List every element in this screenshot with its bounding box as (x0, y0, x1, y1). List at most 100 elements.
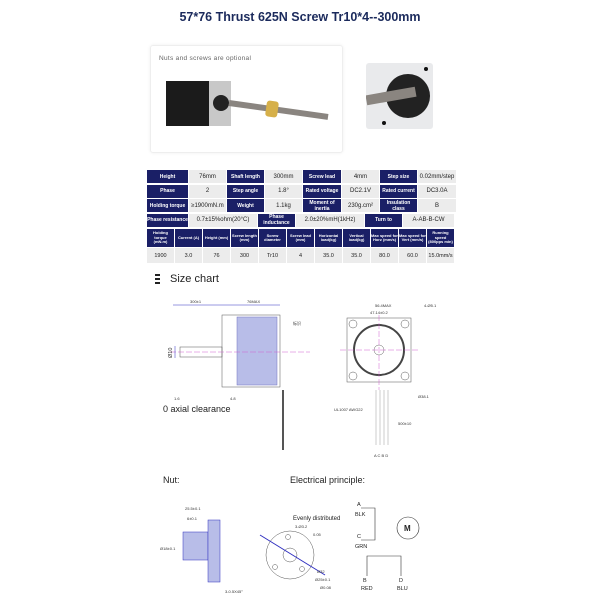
wire-pin: B (363, 578, 367, 584)
size-chart-icon (155, 274, 160, 284)
wire-spec: UL1007 AWG22 (334, 407, 364, 412)
nut-dim: Ø32 (317, 569, 325, 574)
stepper-motor-image (166, 81, 329, 126)
nut-title: Nut: (163, 475, 180, 485)
dim-shaft-length: 300±1 (190, 299, 202, 304)
spec-header-cell: Rated current (380, 184, 417, 198)
spec-value-cell: B (418, 199, 456, 212)
dim-hole-spacing: 47.14±0.2 (370, 310, 389, 315)
spec-value-cell: 4mm (342, 170, 379, 183)
spec-header-cell: Height (147, 170, 188, 183)
spec-header-cell: Shaft length (227, 170, 264, 183)
spec-header-cell: Moment of inertia (303, 199, 341, 212)
spec-header-cell: Turn to (365, 213, 402, 227)
size-chart-title: Size chart (170, 273, 219, 285)
nut-dim: 6±0.1 (187, 516, 198, 521)
spec-header-cell: Holding torque (147, 199, 188, 212)
perf-header-cell: Horizontal load(kg) (315, 229, 342, 247)
motor-symbol: M (404, 524, 411, 533)
spec-header-cell: Insulation class (380, 199, 417, 212)
wire-color: BLU (397, 586, 408, 592)
spec-header-cell: Weight (227, 199, 264, 212)
nut-dim: Ø25±0.1 (315, 577, 331, 582)
perf-value-cell: 15.0mm/s (427, 248, 454, 263)
dim-boss-diameter: Ø38.1 (418, 394, 430, 399)
perf-header-cell: Screw diameter (259, 229, 286, 247)
spec-value-cell: A-AB-B-CW (403, 213, 454, 227)
dim-body-length: 76MAX (247, 299, 260, 304)
spec-value-cell: ≥1900mN.m (189, 199, 226, 212)
wire-pin: A (357, 502, 361, 508)
perf-header-cell: Max speed for Vert (mm/s) (399, 229, 426, 247)
label-mark: 标识 (293, 320, 301, 326)
perf-value-cell: Tr10 (259, 248, 286, 263)
perf-headers-row: Holding torque (mN.m)Current (A)Height (… (147, 229, 454, 247)
dim-boss: 4.8 (230, 396, 236, 401)
perf-value-cell: 3.0 (175, 248, 202, 263)
dim-face-width: 56.4MAX (375, 303, 392, 308)
wire-color: GRN (355, 544, 367, 550)
spec-value-cell: DC3.0A (418, 184, 456, 198)
evenly-distributed-note: Evenly distributed (293, 516, 340, 522)
perf-value-cell: 76 (203, 248, 230, 263)
spec-header-cell: Step size (380, 170, 417, 183)
spec-value-cell: 300mm (265, 170, 302, 183)
perf-value-cell: 60.0 (399, 248, 426, 263)
spec-header-cell: Phase inductance (258, 213, 295, 227)
perf-header-cell: Height (mm) (203, 229, 230, 247)
perf-value-cell: 300 (231, 248, 258, 263)
spec-header-cell: Rated voltage (303, 184, 341, 198)
spec-header-cell: Phase (147, 184, 188, 198)
perf-header-cell: Max speed for Horz (mm/s) (371, 229, 398, 247)
spec-header-cell: Screw lead (303, 170, 341, 183)
page-title: 57*76 Thrust 625N Screw Tr10*4--300mm (179, 10, 421, 24)
size-drawing: 300±1 76MAX Ø10 1.6 4.8 标识 56.4MAX 47.14… (168, 299, 437, 458)
perf-value-cell: 35.0 (343, 248, 370, 263)
spec-header-cell: Phase resistance (147, 213, 188, 227)
photo-caption: Nuts and screws are optional (159, 55, 252, 62)
dim-holes: 4-Ø5.1 (424, 303, 437, 308)
perf-header-cell: Current (A) (175, 229, 202, 247)
perf-value-cell: 80.0 (371, 248, 398, 263)
dim-shaft-diameter: Ø10 (168, 348, 174, 358)
wire-pin: C (357, 534, 361, 540)
product-photo: Nuts and screws are optional (150, 45, 343, 153)
nut-dim: 3-Ø3.2 (295, 524, 308, 529)
spec-value-cell: DC2.1V (342, 184, 379, 198)
nut-dim: Ø18±0.1 (160, 546, 176, 551)
spec-value-cell: 0.02mm/step (418, 170, 456, 183)
shaft-closeup-image (366, 63, 433, 129)
dim-wire-length: 500±10 (398, 421, 412, 426)
nut-dim: 0.05 (313, 532, 322, 537)
perf-value-cell: 4 (287, 248, 314, 263)
perf-header-cell: Screw lead (mm) (287, 229, 314, 247)
nut-dim: 3-0.5X45° (225, 589, 243, 594)
spec-value-cell: 76mm (189, 170, 226, 183)
wire-color: RED (361, 586, 373, 592)
spec-value-cell: 0.7±15%ohm(20°C) (189, 213, 257, 227)
perf-value-cell: 1900 (147, 248, 174, 263)
nut-dim: Ø0.08 (320, 585, 332, 590)
wire-pin: D (399, 578, 403, 584)
dim-flange: 1.6 (174, 396, 180, 401)
nut-drawing: 25.5±0.1 6±0.1 Ø18±0.1 3-0.5X45° 3-Ø3.2 … (160, 506, 340, 594)
nut-dim: 25.5±0.1 (185, 506, 201, 511)
wiring-diagram: M A BLK C GRN B RED D BLU (355, 502, 420, 592)
electrical-title: Electrical principle: (290, 475, 366, 485)
spec-value-cell: 2.0±20%mH(1kHz) (296, 213, 364, 227)
perf-header-cell: Running speed (800pps min) (427, 229, 454, 247)
spec-value-cell: 2 (189, 184, 226, 198)
perf-header-cell: Screw length (mm) (231, 229, 258, 247)
axial-clearance-label: 0 axial clearance (163, 404, 231, 414)
spec-header-cell: Step angle (227, 184, 264, 198)
spec-value-cell: 1.8° (265, 184, 302, 198)
spec-value-cell: 230g.cm² (342, 199, 379, 212)
wire-color: BLK (355, 512, 366, 518)
spec-value-cell: 1.1kg (265, 199, 302, 212)
perf-value-cell: 35.0 (315, 248, 342, 263)
